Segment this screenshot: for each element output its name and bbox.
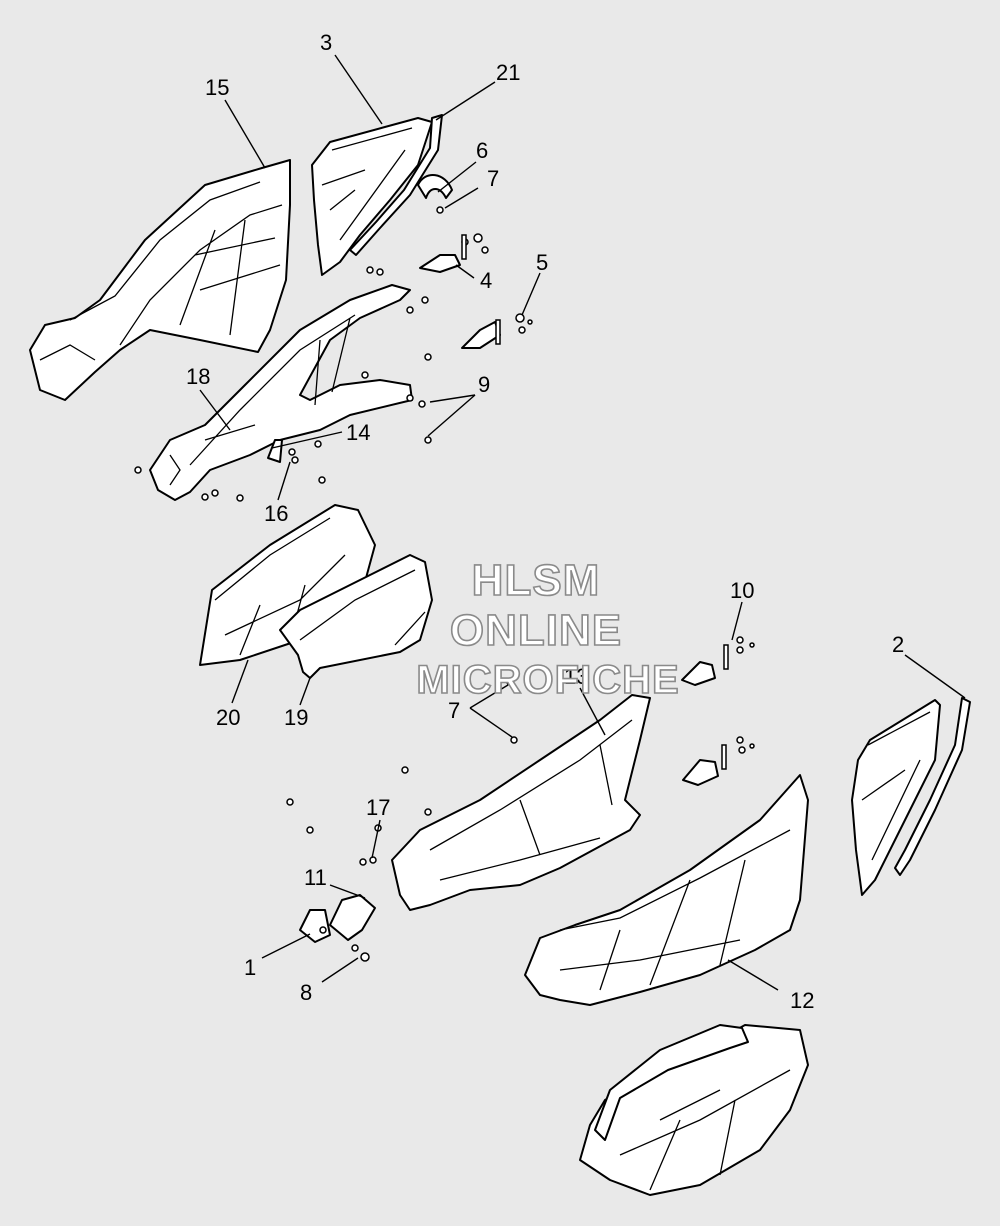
callout-4: 4: [480, 268, 492, 293]
callout-14: 14: [346, 420, 370, 445]
part-12-front-door-panel: [524, 774, 809, 1006]
callout-21: 21: [496, 60, 520, 85]
part-4-hinge-bracket: [419, 254, 461, 273]
part-15-rear-door-panel: [29, 159, 291, 401]
part-3-window-net: [311, 117, 433, 276]
callout-11: 11: [304, 865, 327, 890]
callout-15: 15: [205, 75, 229, 100]
part-21-seal-strip: [349, 114, 443, 256]
callout-3: 3: [320, 30, 332, 55]
part-5-hinge-bracket: [461, 321, 501, 349]
callout-5: 5: [536, 250, 548, 275]
front-door-inner-assembly: [579, 1024, 809, 1196]
part-2-window-net: [851, 697, 971, 896]
part-18-rear-door-frame: [149, 284, 413, 501]
callout-9: 9: [478, 372, 490, 397]
callout-18: 18: [186, 364, 210, 389]
callout-2: 2: [892, 632, 904, 657]
callout-1: 1: [244, 955, 256, 980]
part-10-hinge-bracket: [681, 661, 719, 786]
callout-6: 6: [476, 138, 488, 163]
part-11-latch: [329, 894, 376, 941]
part-14-bracket: [267, 439, 283, 463]
part-6-clip: [417, 174, 453, 199]
callout-16: 16: [264, 501, 288, 526]
callout-17: 17: [366, 795, 390, 820]
callout-19: 19: [284, 705, 308, 730]
callout-20: 20: [216, 705, 240, 730]
callout-labels: 3 21 15 6 7 4 5 9 14 16 18 20 19 7 13 10…: [186, 30, 904, 1013]
callout-7-lower: 7: [448, 698, 460, 723]
hardware-fasteners: [134, 206, 755, 962]
part-13-front-door-frame: [391, 694, 651, 911]
callout-12: 12: [790, 988, 814, 1013]
leader-lines: [199, 54, 966, 991]
callout-13: 13: [564, 664, 588, 689]
callout-10: 10: [730, 578, 754, 603]
part-1-latch-plate: [299, 909, 331, 943]
part-19-grab-bar: [279, 554, 433, 679]
callout-7-upper: 7: [487, 166, 499, 191]
callout-8: 8: [300, 980, 312, 1005]
